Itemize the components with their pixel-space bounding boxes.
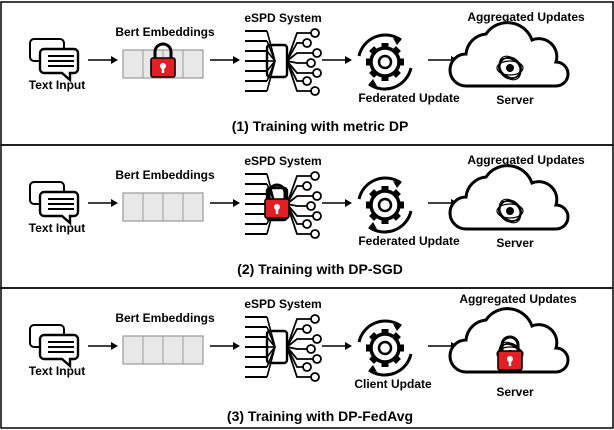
arrow-icon bbox=[322, 199, 352, 207]
server-label: Server bbox=[496, 236, 534, 250]
gear-sync-icon bbox=[357, 319, 413, 377]
arrow-icon bbox=[210, 342, 240, 350]
circuit-icon bbox=[245, 314, 322, 382]
panel-2: Text Input Bert Embeddings eSPD SystemFede… bbox=[0, 144, 614, 289]
circuit-icon bbox=[245, 28, 322, 96]
sync-swirl-icon bbox=[496, 198, 524, 224]
system-label: eSPD System bbox=[244, 11, 321, 25]
embeddings-label: Bert Embeddings bbox=[115, 311, 215, 325]
panel-caption: (2) Training with DP-SGD bbox=[237, 261, 403, 277]
system-label: eSPD System bbox=[244, 154, 321, 168]
chat-icon bbox=[29, 38, 80, 83]
panel-3: Text Input Bert Embeddings eSPD SystemClie… bbox=[0, 287, 614, 429]
embedding-icon bbox=[122, 335, 204, 365]
arrow-icon bbox=[88, 342, 118, 350]
arrow-icon bbox=[322, 56, 352, 64]
arrow-icon bbox=[88, 199, 118, 207]
arrow-icon bbox=[88, 56, 118, 64]
update-label: Federated Update bbox=[358, 234, 460, 248]
system-label: eSPD System bbox=[244, 297, 321, 311]
update-label: Client Update bbox=[354, 377, 432, 391]
panel-1: Text Input Bert Embeddings eSPD SystemFede… bbox=[0, 1, 614, 146]
server-label: Server bbox=[496, 385, 534, 399]
text-input-label: Text Input bbox=[29, 364, 85, 378]
aggregated-label: Aggregated Updates bbox=[467, 10, 585, 24]
server-label: Server bbox=[496, 93, 534, 107]
aggregated-label: Aggregated Updates bbox=[467, 153, 585, 167]
embeddings-label: Bert Embeddings bbox=[115, 168, 215, 182]
gear-sync-icon bbox=[357, 33, 413, 91]
arrow-icon bbox=[322, 342, 352, 350]
cloud-icon bbox=[448, 164, 570, 231]
update-label: Federated Update bbox=[358, 91, 460, 105]
embedding-icon bbox=[122, 192, 204, 222]
embeddings-label: Bert Embeddings bbox=[115, 25, 215, 39]
arrow-icon bbox=[210, 56, 240, 64]
panel-caption: (3) Training with DP-FedAvg bbox=[227, 408, 413, 424]
padlock-icon bbox=[264, 183, 290, 219]
gear-sync-icon bbox=[357, 176, 413, 234]
aggregated-label: Aggregated Updates bbox=[459, 292, 577, 306]
panel-caption: (1) Training with metric DP bbox=[232, 118, 409, 134]
cloud-icon bbox=[448, 21, 570, 88]
chat-icon bbox=[29, 181, 80, 226]
sync-swirl-icon bbox=[496, 55, 524, 81]
text-input-label: Text Input bbox=[29, 221, 85, 235]
padlock-icon bbox=[150, 42, 176, 78]
text-input-label: Text Input bbox=[29, 78, 85, 92]
cloud-icon bbox=[448, 307, 570, 374]
chat-icon bbox=[29, 324, 80, 369]
panel-border bbox=[0, 287, 614, 429]
arrow-icon bbox=[210, 199, 240, 207]
padlock-icon bbox=[497, 335, 523, 371]
